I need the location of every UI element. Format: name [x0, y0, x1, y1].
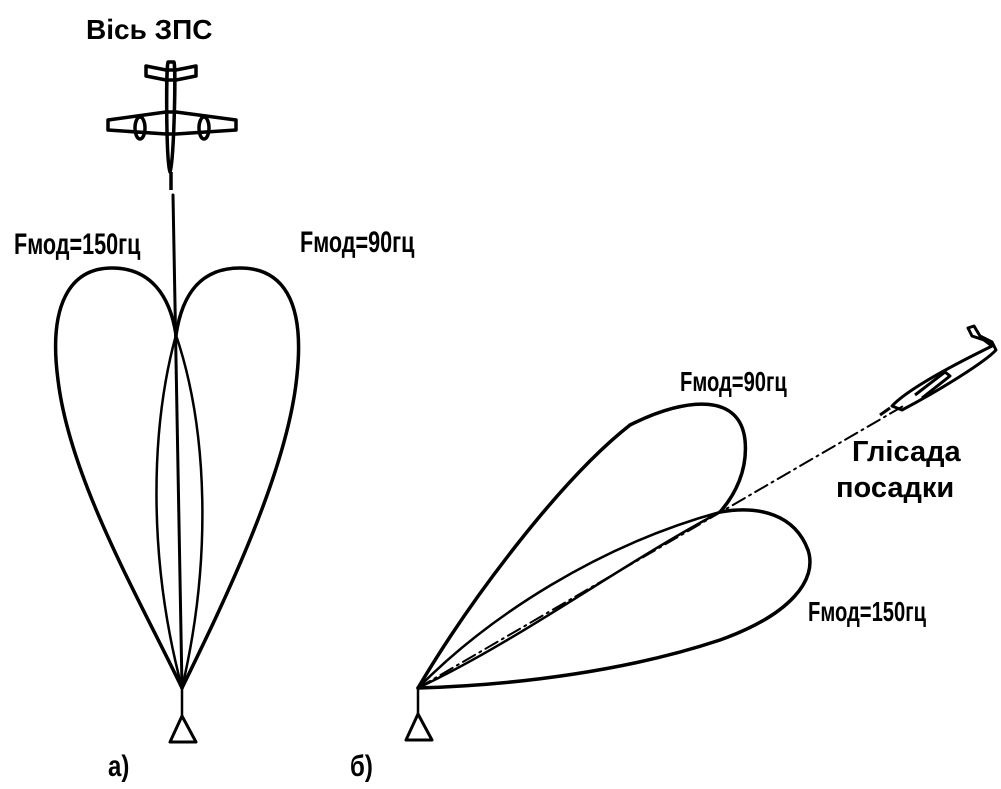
lobe-b-90hz — [416, 402, 748, 690]
inner-lobe-a-left — [155, 333, 184, 690]
antenna-a-icon — [168, 714, 198, 744]
part-b-label: б) — [350, 750, 373, 783]
runway-axis-label: Вісь ЗПС — [86, 14, 213, 45]
lobe-a-150hz — [53, 266, 184, 690]
airplane-side-icon — [879, 324, 998, 417]
lobe-a-90hz — [174, 266, 301, 690]
glide-path-label-line1: Глісада — [852, 436, 961, 468]
airplane-top-icon — [106, 60, 238, 190]
glide-path-label-line2: посадки — [836, 472, 955, 504]
part-a-label: а) — [108, 750, 130, 783]
lobe-b-150hz — [416, 508, 812, 690]
inner-lobe-b-upper — [416, 510, 722, 690]
lobe-b-90hz-label: Fмод=90гц — [680, 366, 787, 397]
inner-lobe-a-right — [174, 333, 204, 690]
lobe-a-90hz-label: Fмод=90гц — [300, 226, 415, 259]
lobe-a-150hz-label: Fмод=150гц — [14, 228, 141, 261]
inner-lobe-b-lower — [416, 510, 722, 690]
runway-axis-line — [171, 193, 184, 690]
lobe-b-150hz-label: Fмод=150гц — [808, 596, 927, 627]
antenna-b-icon — [404, 712, 434, 742]
